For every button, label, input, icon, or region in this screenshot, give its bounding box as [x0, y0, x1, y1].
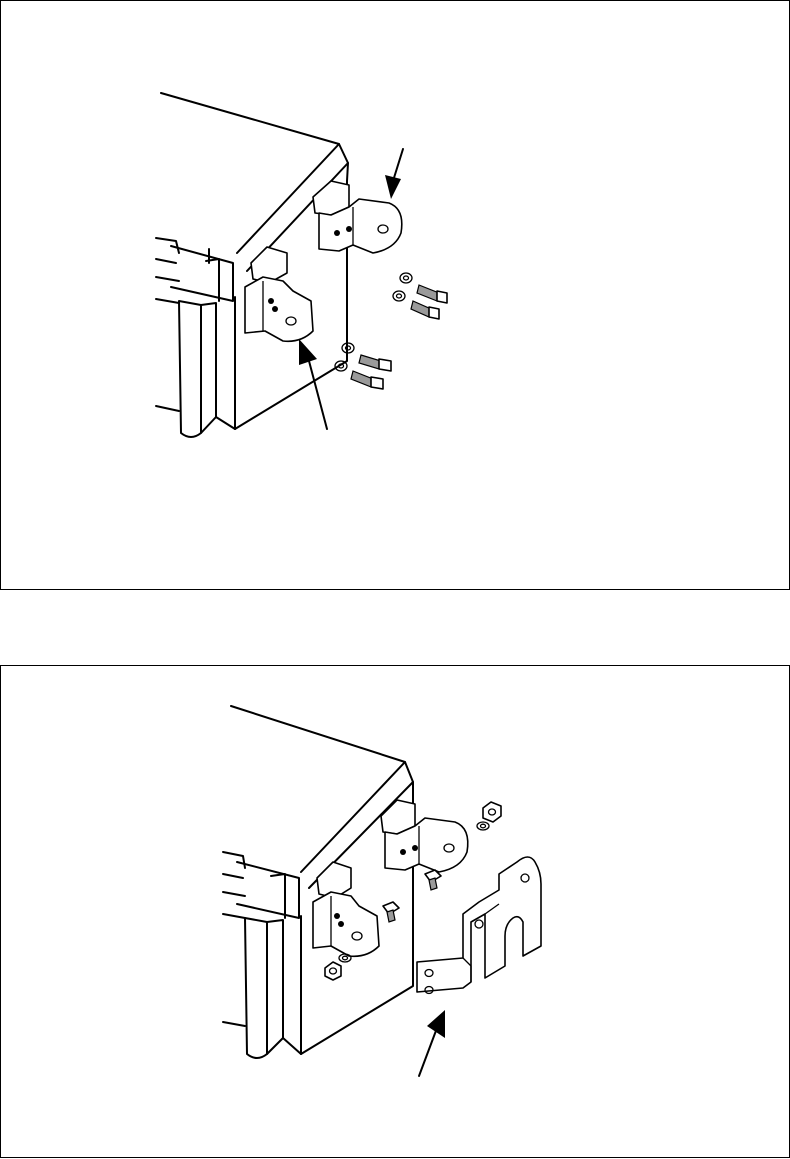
hardware-upper: [393, 273, 447, 319]
hinge-lower: [313, 862, 379, 956]
hinge-upper: [381, 800, 468, 872]
figure-top-panel: [0, 0, 790, 590]
callout-arrow-lower: [299, 339, 327, 429]
hardware-lower: [335, 343, 391, 389]
hinge-lower: [245, 247, 313, 341]
bracket-installation-diagram: [1, 666, 790, 1159]
callout-arrow: [419, 1010, 445, 1076]
enclosure-hinge-removal-diagram: [1, 1, 790, 591]
callout-arrow-upper: [385, 149, 403, 199]
hinge-upper: [313, 181, 402, 253]
figure-bottom-panel: [0, 665, 790, 1158]
